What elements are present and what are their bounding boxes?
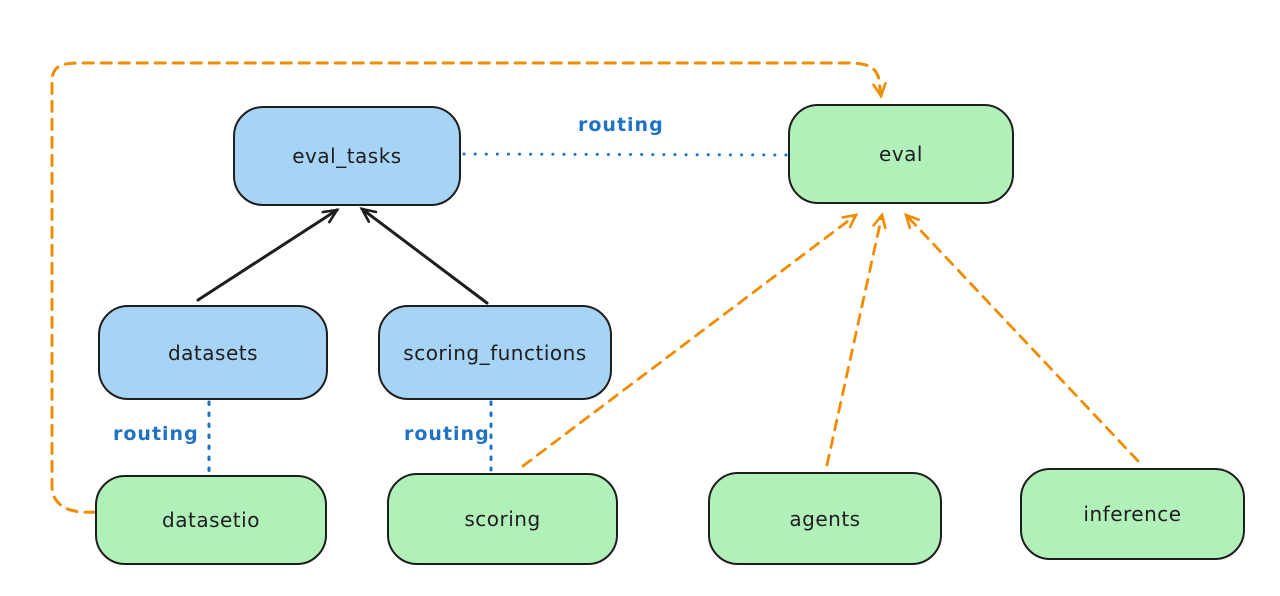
node-scoring-functions-label: scoring_functions xyxy=(403,340,587,365)
edge-scoring_functions-to-eval_tasks xyxy=(359,207,489,305)
node-agents-label: agents xyxy=(789,506,861,531)
node-inference: inference xyxy=(1020,465,1245,560)
routing-label-eval-tasks-eval: routing xyxy=(578,114,664,136)
edge-datasets-to-eval_tasks xyxy=(196,208,340,302)
node-eval-label: eval xyxy=(879,142,923,166)
node-inference-label: inference xyxy=(1083,502,1182,526)
node-datasetio: datasetio xyxy=(95,472,327,565)
node-eval-tasks-label: eval_tasks xyxy=(292,144,402,168)
routing-label-scoring-functions-scoring: routing xyxy=(404,423,490,445)
node-datasets: datasets xyxy=(98,302,328,400)
node-datasets-label: datasets xyxy=(167,340,259,365)
edge-agents-to-eval xyxy=(825,212,887,467)
node-agents: agents xyxy=(708,469,942,565)
node-datasetio-label: datasetio xyxy=(162,508,260,532)
edge-eval_tasks-to-eval-routing xyxy=(462,152,788,157)
node-eval-tasks: eval_tasks xyxy=(233,103,461,206)
node-scoring-functions: scoring_functions xyxy=(378,302,612,400)
node-eval: eval xyxy=(788,101,1014,204)
routing-label-datasets-datasetio: routing xyxy=(113,423,199,445)
node-scoring: scoring xyxy=(387,470,618,565)
node-scoring-label: scoring xyxy=(464,507,541,531)
edge-inference-to-eval xyxy=(904,212,1140,463)
